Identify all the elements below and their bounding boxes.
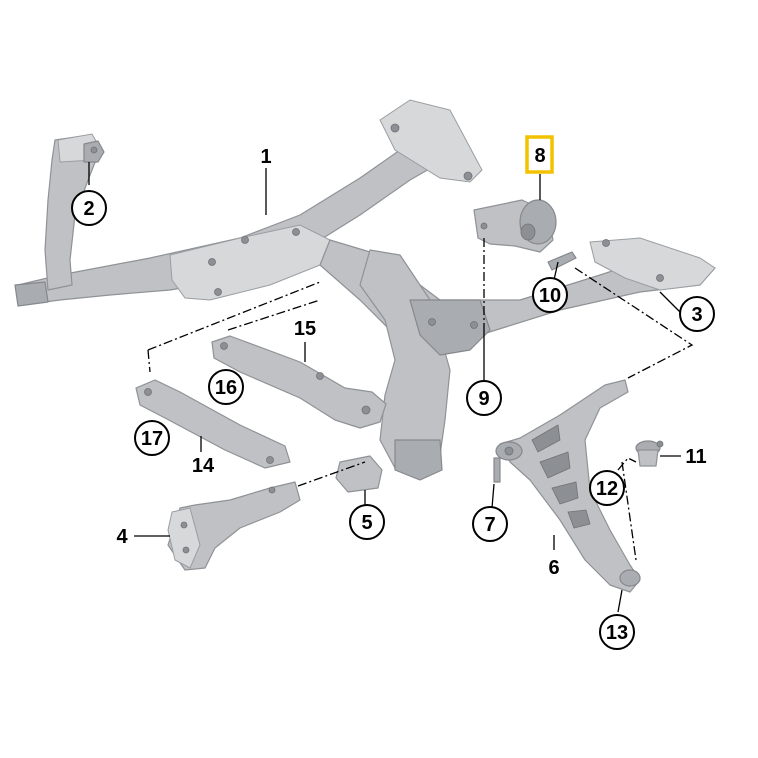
callout-11: 11: [685, 446, 706, 468]
support-bracket-part: [167, 481, 301, 571]
callout-7: 7: [472, 506, 508, 542]
tension-strut-part: [135, 379, 291, 469]
callout-4: 4: [116, 526, 128, 548]
callout-label-15: 15: [294, 318, 316, 340]
callout-label-3: 3: [691, 304, 702, 326]
callout-label-14: 14: [192, 455, 215, 477]
callout-2: 2: [71, 190, 107, 226]
callout-label-16: 16: [215, 377, 237, 399]
callout-label-6: 6: [548, 557, 559, 579]
callout-5: 5: [349, 504, 385, 540]
rubber-mount-part: [473, 199, 557, 253]
callout-label-5: 5: [361, 512, 372, 534]
callout-label-4: 4: [116, 526, 128, 548]
assembly-lines: [147, 238, 694, 561]
callout-label-10: 10: [539, 285, 561, 307]
callout-6: 6: [548, 557, 559, 579]
callout-15: 15: [294, 318, 316, 340]
bolt-part: [547, 251, 577, 271]
ball-joint-part: [635, 440, 664, 467]
callout-label-2: 2: [83, 198, 94, 220]
callout-17: 17: [134, 420, 170, 456]
callout-label-11: 11: [685, 446, 706, 468]
reinforcement-plate-part: [211, 335, 387, 429]
callout-label-12: 12: [596, 478, 618, 500]
leader-lines: [88, 162, 681, 613]
callout-8: 8: [525, 135, 554, 174]
bracket-nut-part: [83, 140, 105, 163]
bushing-bolt-part: [493, 457, 501, 483]
callout-label-8: 8: [534, 145, 545, 167]
callout-16: 16: [208, 369, 244, 405]
callout-label-7: 7: [484, 514, 495, 536]
control-arm-part: [495, 379, 641, 593]
callout-14: 14: [192, 455, 215, 477]
callout-label-9: 9: [478, 388, 489, 410]
callout-label-13: 13: [606, 622, 628, 644]
callout-3: 3: [679, 296, 715, 332]
callout-10: 10: [532, 277, 568, 313]
callout-9: 9: [466, 380, 502, 416]
subframe-part: [14, 99, 716, 493]
callout-label-1: 1: [260, 146, 271, 168]
callout-label-17: 17: [141, 428, 163, 450]
callout-1: 1: [260, 146, 271, 168]
callout-13: 13: [599, 614, 635, 650]
callout-12: 12: [589, 470, 625, 506]
